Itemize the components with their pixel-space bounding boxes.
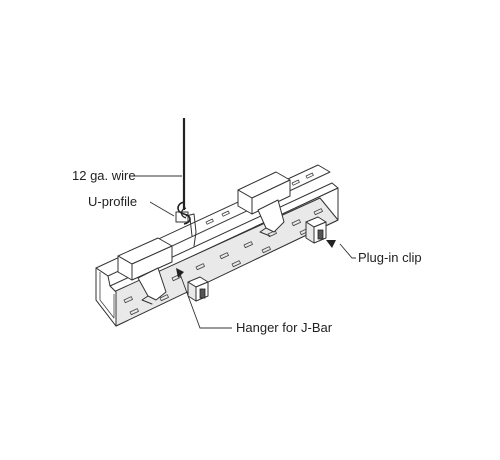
hanger-right-end <box>237 189 253 215</box>
label-plugin-clip: Plug-in clip <box>358 250 422 265</box>
slot <box>219 252 229 260</box>
hanger-right-leg <box>257 199 285 233</box>
slot <box>159 294 169 302</box>
hanger-right-foot <box>259 227 271 237</box>
slot <box>305 172 314 179</box>
label-uprofile: U-profile <box>88 194 137 209</box>
wire-twist-2 <box>180 207 187 219</box>
slot <box>221 210 230 217</box>
slot <box>123 296 133 304</box>
label-wire: 12 ga. wire <box>72 168 136 183</box>
slot <box>291 179 300 186</box>
leader-hanger <box>179 273 232 329</box>
hanger-right <box>237 171 291 237</box>
clip-right-front <box>305 221 315 244</box>
hanger-left-leg <box>137 267 167 301</box>
clip-left-front <box>187 281 197 302</box>
slot <box>243 241 253 249</box>
leader-uprofile <box>149 201 175 217</box>
leader-hanger-arrow <box>176 268 184 278</box>
plug-in-clip-left <box>187 276 209 302</box>
u-profile-channel <box>95 164 339 327</box>
hanger-left-foot <box>141 295 153 305</box>
flange-slots <box>205 172 314 225</box>
slot <box>231 260 241 268</box>
slot <box>313 208 323 216</box>
leader-plugin-arrow <box>326 240 336 248</box>
leader-plugin <box>339 243 356 259</box>
leader-lines <box>130 175 356 329</box>
bracket-arm <box>185 213 197 247</box>
label-hanger-jbar: Hanger for J-Bar <box>236 320 333 335</box>
channel-end-inner <box>99 272 115 319</box>
wire-twist <box>177 201 191 225</box>
slot <box>129 308 139 316</box>
slot <box>261 246 271 254</box>
slot <box>291 219 301 227</box>
hanger-wire <box>177 118 191 225</box>
clip-left-tab <box>199 288 206 299</box>
clip-right-tab <box>317 229 324 240</box>
hanger-left-end <box>117 255 133 281</box>
plug-in-clip-right <box>305 216 327 244</box>
slot <box>195 263 205 271</box>
hanger-left <box>117 237 173 305</box>
slot <box>205 218 214 225</box>
